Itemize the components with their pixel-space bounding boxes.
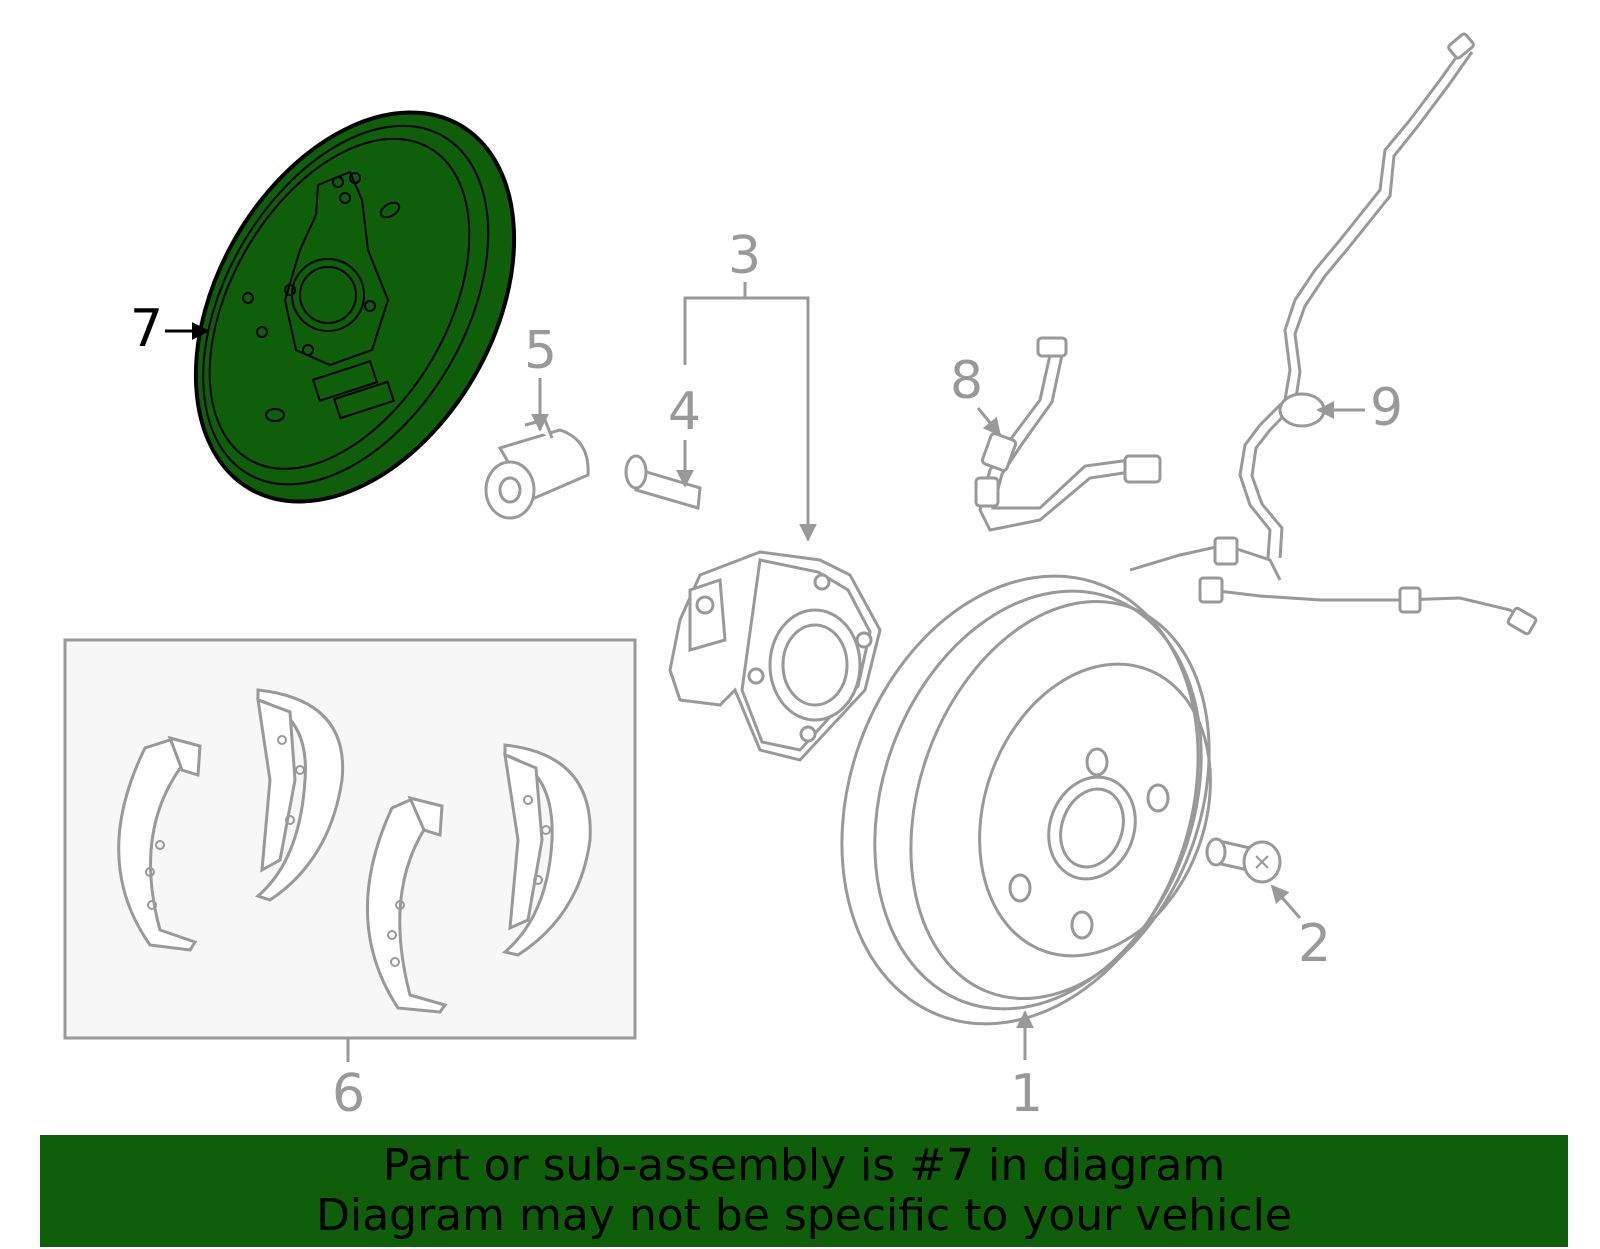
backing-plate-part-7[interactable] [130, 56, 579, 558]
leader-lines [165, 282, 1365, 1062]
callout-9: 9 [1370, 378, 1404, 438]
brake-shoes-part-6[interactable] [63, 638, 637, 1040]
callout-1: 1 [1010, 1064, 1044, 1124]
abs-sensor-harness-part-9[interactable] [1129, 32, 1538, 636]
banner-line-1: Part or sub-assembly is #7 in diagram [382, 1140, 1226, 1191]
callout-4: 4 [668, 382, 702, 442]
callout-2: 2 [1298, 914, 1332, 974]
callout-6: 6 [332, 1064, 366, 1124]
wheel-cylinder-part-5[interactable] [484, 418, 590, 520]
bolt-part-4[interactable] [624, 454, 702, 510]
hub-assembly-part-3[interactable] [668, 550, 882, 762]
callout-5: 5 [524, 321, 558, 381]
brake-hose-part-8[interactable] [974, 336, 1162, 532]
info-banner: Part or sub-assembly is #7 in diagram Di… [40, 1135, 1568, 1247]
banner-line-2: Diagram may not be specific to your vehi… [316, 1190, 1292, 1241]
callout-8: 8 [950, 351, 984, 411]
bolt-part-2[interactable] [1205, 837, 1282, 884]
callout-7: 7 [130, 299, 164, 359]
brake-drum-part-1[interactable] [782, 526, 1262, 1075]
callout-3: 3 [728, 226, 762, 286]
